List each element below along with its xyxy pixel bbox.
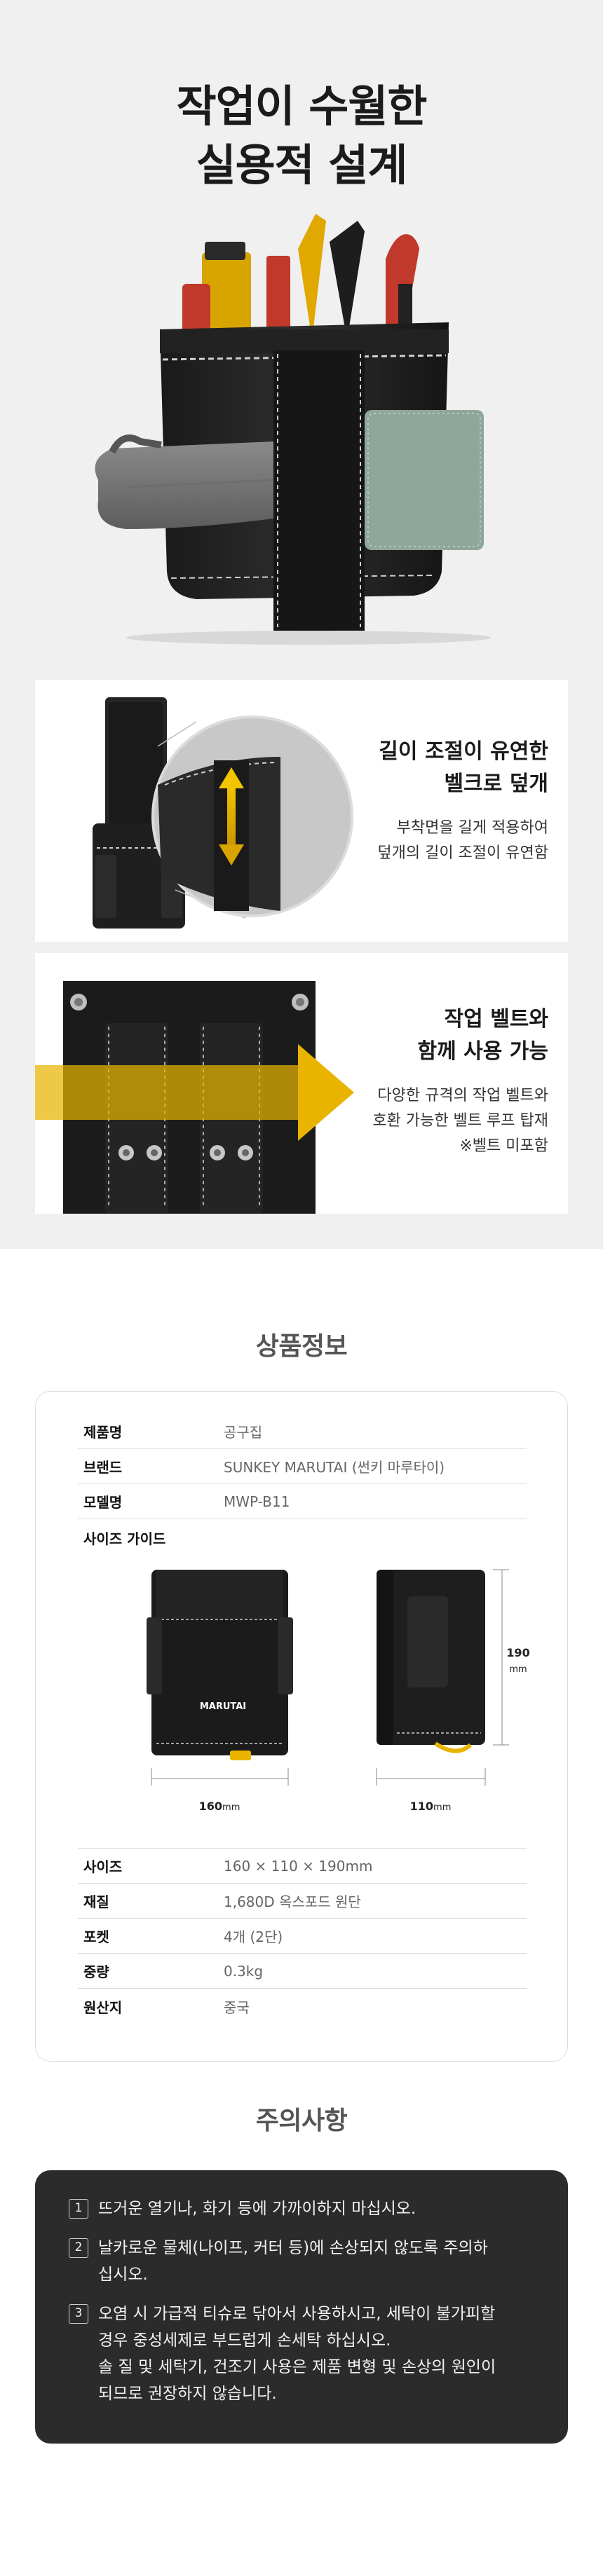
front-brand-print: MARUTAI <box>199 1701 247 1712</box>
caution-number-badge: 1 <box>69 2199 88 2219</box>
hero-title: 작업이 수월한 실용적 설계 <box>176 81 428 191</box>
info-row-pocket: 포켓 4개 (2단) <box>78 1919 527 1954</box>
belt-loop-image <box>35 981 354 1214</box>
caution-number-badge: 3 <box>69 2304 88 2324</box>
product-info-table: 제품명 공구집 브랜드 SUNKEY MARUTAI (썬키 마루타이) 모델명… <box>78 1414 532 2024</box>
caution-number-badge: 2 <box>69 2238 88 2258</box>
feature-description: 부착면을 길게 적용하여 덮개의 길이 조절이 유연함 <box>377 819 548 862</box>
feature-card-velcro: 길이 조절이 유연한 벨크로 덮개 부착면을 길게 적용하여 덮개의 길이 조절… <box>35 680 568 942</box>
feature-title: 길이 조절이 유연한 벨크로 덮개 <box>379 739 548 796</box>
width-dimension-label: 160mm <box>198 1800 240 1813</box>
feature-title: 작업 벨트와 함께 사용 가능 <box>417 1007 549 1064</box>
feature-card-belt-loop: 작업 벨트와 함께 사용 가능 다양한 규격의 작업 벨트와 호환 가능한 벨트… <box>35 953 568 1214</box>
height-dimension-label: 190 mm <box>504 1645 532 1678</box>
info-row-model: 모델명 MWP-B11 <box>78 1484 527 1519</box>
info-row-brand: 브랜드 SUNKEY MARUTAI (썬키 마루타이) <box>78 1449 527 1484</box>
caution-title: 주의사항 <box>255 2106 348 2135</box>
info-row-origin: 원산지 중국 <box>83 1999 250 2016</box>
info-row-size: 사이즈 160 × 110 × 190mm <box>78 1849 527 1884</box>
depth-dimension-label: 110mm <box>409 1800 452 1813</box>
caution-item: 2 날카로운 물체(나이프, 커터 등)에 손상되지 않도록 주의하 십시오. <box>69 2235 540 2288</box>
feature-description: 다양한 규격의 작업 벨트와 호환 가능한 벨트 루프 탑재 ※벨트 미포함 <box>372 1087 548 1155</box>
size-guide: 사이즈 가이드 <box>78 1519 532 1849</box>
product-info-section: 상품정보 제품명 공구집 브랜드 SUNKEY MARUTAI (썬키 마루타이… <box>0 1249 603 2093</box>
product-info-box: 제품명 공구집 브랜드 SUNKEY MARUTAI (썬키 마루타이) 모델명… <box>35 1391 568 2062</box>
caution-box: 1 뜨거운 열기나, 화기 등에 가까이하지 마십시오. 2 날카로운 물체(나… <box>35 2170 568 2444</box>
tool-pouch-product-image <box>95 214 491 645</box>
caution-item: 1 뜨거운 열기나, 화기 등에 가까이하지 마십시오. <box>69 2195 540 2222</box>
velcro-cover-image <box>93 697 353 929</box>
caution-section: 주의사항 1 뜨거운 열기나, 화기 등에 가까이하지 마십시오. 2 날카로운… <box>0 2093 603 2576</box>
info-row-material: 재질 1,680D 옥스포드 원단 <box>78 1884 527 1919</box>
product-info-title: 상품정보 <box>255 1332 348 1361</box>
feature-text-velcro: 길이 조절이 유연한 벨크로 덮개 부착면을 길게 적용하여 덮개의 길이 조절… <box>377 736 548 866</box>
info-row-weight: 중량 0.3kg <box>78 1954 527 1989</box>
feature-text-belt-loop: 작업 벨트와 함께 사용 가능 다양한 규격의 작업 벨트와 호환 가능한 벨트… <box>372 1003 548 1159</box>
size-guide-diagram <box>147 1569 509 1786</box>
feature-section: 작업이 수월한 실용적 설계 <box>0 0 603 1249</box>
size-guide-label: 사이즈 가이드 <box>83 1530 166 1547</box>
info-row-product-name: 제품명 공구집 <box>78 1414 527 1449</box>
caution-item: 3 오염 시 가급적 티슈로 닦아서 사용하시고, 세탁이 불가피할 경우 중성… <box>69 2301 540 2407</box>
